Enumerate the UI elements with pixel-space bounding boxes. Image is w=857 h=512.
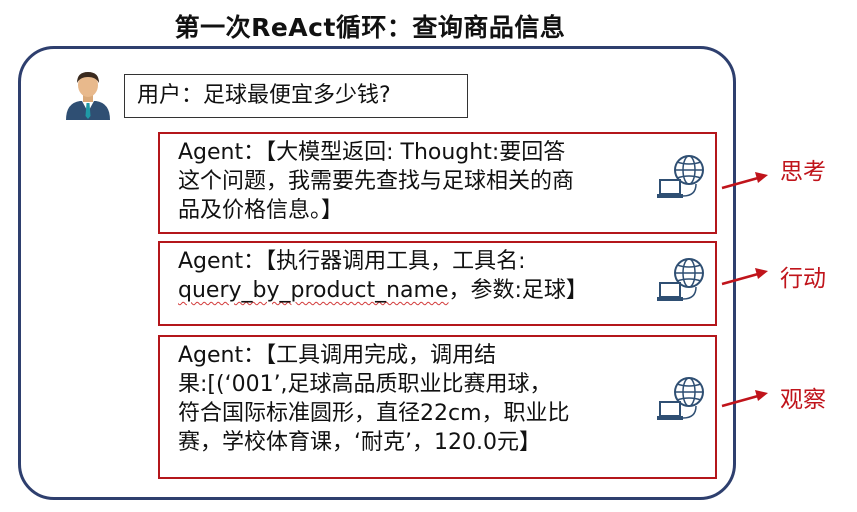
agent-observation-line: 符合国际标准圆形，直径22cm，职业比 (178, 401, 570, 426)
user-avatar-icon (66, 72, 110, 120)
diagram-title: 第一次ReAct循环：查询商品信息 (174, 13, 566, 42)
globe-laptop-icon (657, 155, 704, 198)
agent-thought-line: 品及价格信息。】 (178, 198, 344, 223)
globe-laptop-icon (657, 377, 704, 420)
agent-observation-line: Agent：【工具调用完成，调用结 (178, 343, 497, 368)
observation-label: 观察 (780, 387, 826, 413)
tool-name: query_by_product_name (178, 278, 449, 303)
agent-observation-line: 赛，学校体育课，‘耐克’，120.0元】 (178, 430, 541, 455)
arrow-right-icon (721, 390, 768, 408)
tool-params: ，参数:足球】 (448, 278, 588, 303)
thought-label: 思考 (780, 159, 826, 185)
agent-observation-box: Agent：【工具调用完成，调用结 果:[(‘001’,足球高品质职业比赛用球，… (158, 335, 717, 479)
agent-observation-line: 果:[(‘001’,足球高品质职业比赛用球， (178, 372, 552, 397)
agent-action-line: query_by_product_name，参数:足球】 (178, 276, 715, 305)
agent-thought-box: Agent：【大模型返回: Thought:要回答 这个问题，我需要先查找与足球… (158, 132, 717, 234)
action-label: 行动 (780, 266, 826, 292)
agent-action-line: Agent：【执行器调用工具，工具名: (178, 249, 526, 274)
user-question-box: 用户：足球最便宜多少钱? (124, 74, 468, 118)
globe-laptop-icon (657, 258, 704, 301)
agent-thought-line: 这个问题，我需要先查找与足球相关的商 (178, 169, 575, 194)
agent-thought-line: Agent：【大模型返回: Thought:要回答 (178, 140, 566, 165)
arrow-right-icon (721, 268, 768, 286)
agent-action-box: Agent：【执行器调用工具，工具名: query_by_product_nam… (158, 241, 717, 326)
arrow-right-icon (721, 172, 768, 190)
conversation-frame (18, 46, 736, 500)
